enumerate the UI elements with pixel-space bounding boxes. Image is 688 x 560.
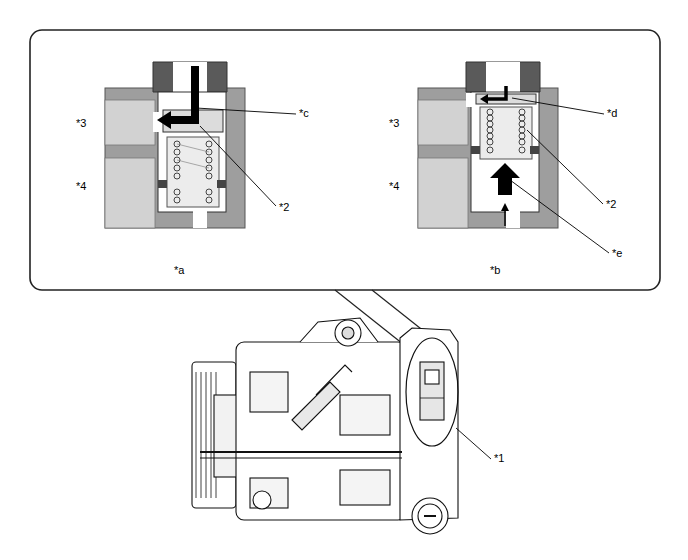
callout-label: *3: [389, 117, 399, 130]
callout-label: *4: [389, 180, 399, 193]
callout-label: *b: [490, 264, 500, 277]
callout-label: *1: [494, 452, 504, 465]
callout-label: *3: [76, 117, 86, 130]
callout-label: *c: [299, 107, 309, 120]
callout-label: *d: [607, 107, 617, 120]
callout-label: *a: [174, 264, 184, 277]
callout-label: *4: [76, 180, 86, 193]
callout-label: *e: [612, 247, 622, 260]
callout-label: *2: [279, 201, 289, 214]
callout-label: *2: [606, 198, 616, 211]
